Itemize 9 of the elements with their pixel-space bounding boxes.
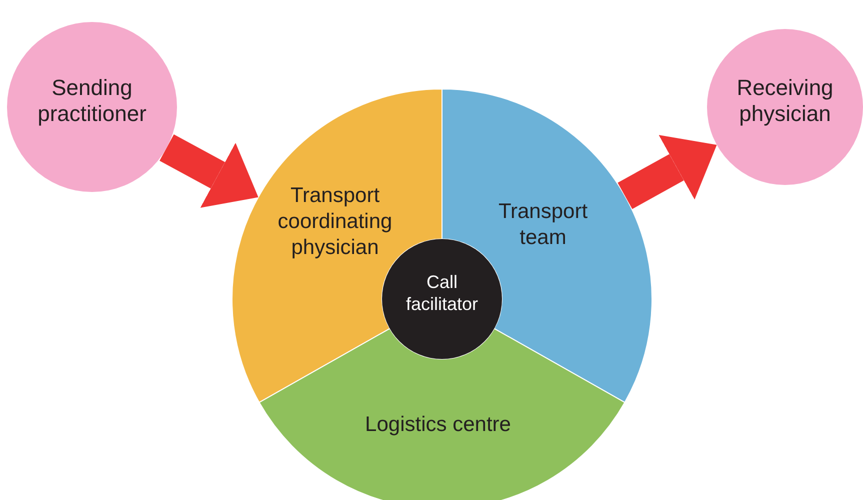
sector-label: Transport coordinating physician	[276, 183, 394, 261]
sector-label: Logistics centre	[364, 412, 512, 438]
pie-sector	[258, 328, 626, 500]
block-arrow	[160, 134, 258, 208]
node-label: Sending practitioner	[36, 75, 148, 127]
sector-label: Transport team	[497, 199, 589, 251]
block-arrow	[618, 134, 717, 210]
node-label: Call facilitator	[404, 271, 480, 315]
node-label: Receiving physician	[736, 75, 834, 127]
